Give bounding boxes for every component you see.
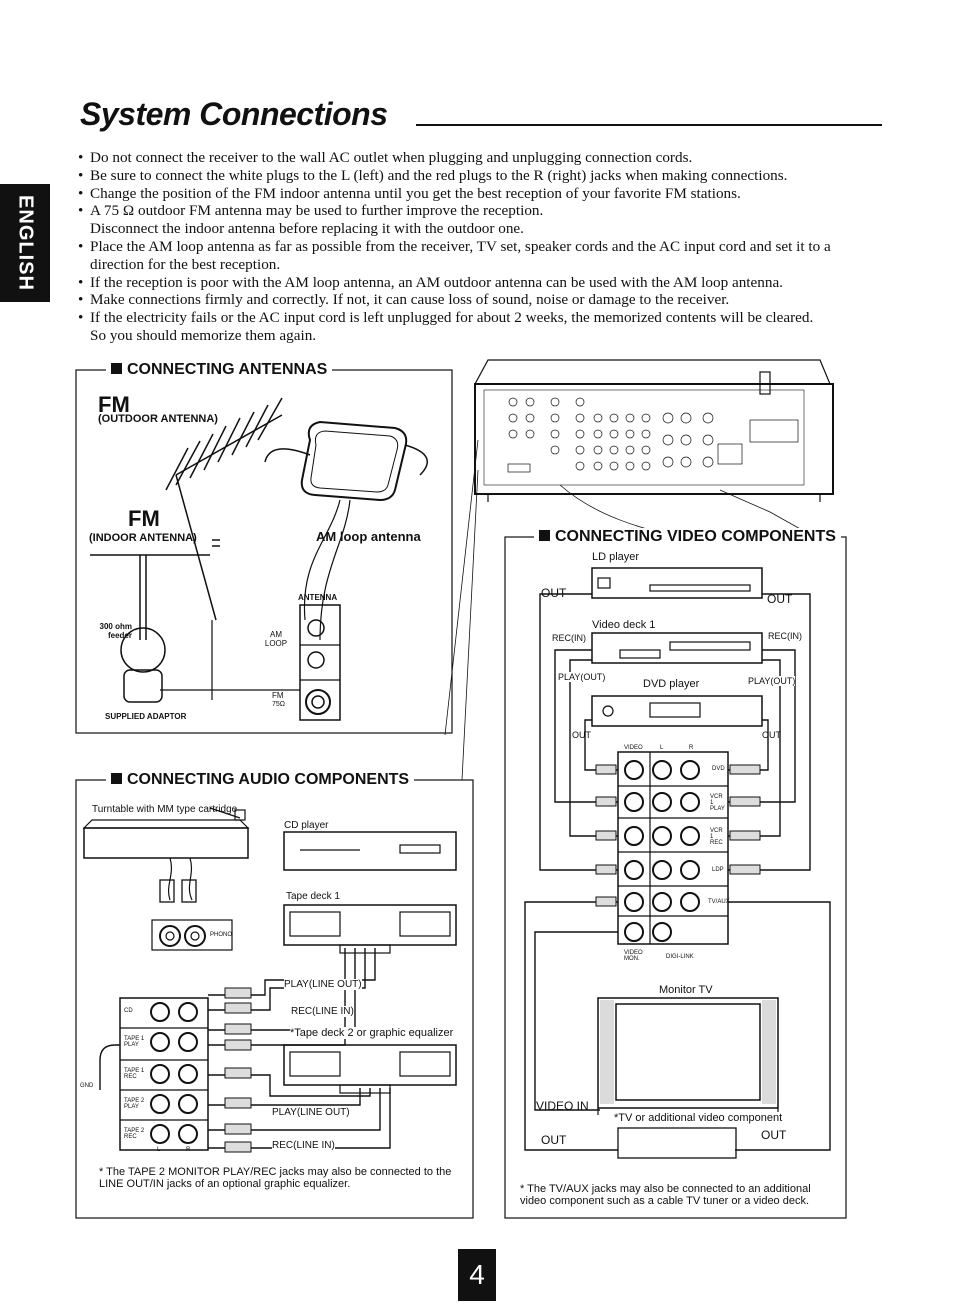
receiver-body (474, 383, 834, 495)
fm-ohm-label: 75Ω (272, 701, 286, 708)
note-item: If the reception is poor with the AM loo… (78, 274, 888, 292)
gnd-label: GND (80, 1083, 94, 1089)
play-out-right: PLAY(OUT) (748, 676, 796, 686)
page-number: 4 (458, 1249, 496, 1301)
adaptor-label: SUPPLIED ADAPTOR (105, 712, 187, 721)
play-out-left: PLAY(OUT) (558, 672, 606, 682)
antennas-heading-text: CONNECTING ANTENNAS (127, 361, 328, 378)
audio-section-box (75, 779, 474, 1219)
ld-out-right: OUT (767, 592, 793, 606)
am-terminal-label: AM LOOP (264, 630, 288, 648)
jack-label-tape2-rec: TAPE 2 REC (124, 1128, 145, 1140)
rec-line-in-2: REC(LINE IN) (272, 1140, 335, 1151)
ld-player-label: LD player (592, 551, 640, 563)
fm-indoor-sub: (INDOOR ANTENNA) (89, 532, 197, 544)
video-footnote: * The TV/AUX jacks may also be connected… (520, 1183, 811, 1207)
note-item: Do not connect the receiver to the wall … (78, 149, 888, 167)
play-line-out-2: PLAY(LINE OUT) (272, 1107, 350, 1118)
video-heading-text: CONNECTING VIDEO COMPONENTS (555, 528, 836, 545)
audio-r-label: R (186, 1147, 191, 1153)
rec-line-in-1: REC(LINE IN) (291, 1006, 354, 1017)
audio-heading: CONNECTING AUDIO COMPONENTS (106, 771, 415, 789)
video-in-label: VIDEO IN (536, 1099, 589, 1113)
tv-out-right: OUT (761, 1128, 787, 1142)
row-label-tv-aux: TV/AUX (708, 899, 730, 905)
audio-heading-text: CONNECTING AUDIO COMPONENTS (127, 771, 410, 788)
video-heading: CONNECTING VIDEO COMPONENTS (534, 528, 841, 546)
row-label-dvd: DVD (712, 766, 725, 772)
note-item: Make connections firmly and correctly. I… (78, 291, 888, 309)
tv-out-left: OUT (541, 1133, 567, 1147)
audio-l-label: L (157, 1147, 161, 1153)
video-mon-label: VIDEO MON. (624, 950, 643, 962)
note-continuation: direction for the best reception. (90, 255, 281, 273)
dvd-out-right: OUT (762, 730, 781, 740)
digi-link-label: DIGI-LINK (666, 954, 694, 960)
note-continuation: So you should memorize them again. (90, 326, 317, 344)
note-item: A 75 Ω outdoor FM antenna may be used to… (78, 202, 888, 220)
fm-outdoor-title: FM (98, 392, 130, 417)
fm-indoor-title: FM (128, 506, 160, 531)
row-label-ldp: LDP (712, 867, 724, 873)
rec-in-left: REC(IN) (552, 633, 586, 643)
play-line-out-1: PLAY(LINE OUT) (284, 979, 362, 990)
monitor-tv-label: Monitor TV (659, 984, 713, 996)
row-label-vcr1-play: VCR 1 PLAY (710, 794, 725, 812)
rec-in-right: REC(IN) (768, 631, 802, 641)
fm-outdoor-sub: (OUTDOOR ANTENNA) (98, 413, 218, 425)
page-title: System Connections (80, 96, 388, 132)
feeder-label: 300 ohm feeder (99, 622, 132, 640)
tape-deck1-label: Tape deck 1 (286, 891, 340, 902)
note-item: Change the position of the FM indoor ant… (78, 185, 888, 203)
turntable-label: Turntable with MM type cartridge (92, 804, 238, 815)
tape-deck2-label: *Tape deck 2 or graphic equalizer (290, 1027, 454, 1039)
cd-player-label: CD player (284, 820, 329, 831)
am-loop-label: AM loop antenna (316, 529, 421, 544)
note-item: If the electricity fails or the AC input… (78, 309, 888, 327)
note-item: Place the AM loop antenna as far as poss… (78, 238, 888, 256)
note-item: Be sure to connect the white plugs to th… (78, 167, 888, 185)
jack-label-tape1-rec: TAPE 1 REC (124, 1068, 145, 1080)
receiver-top (473, 359, 831, 385)
jack-label-tape1-play: TAPE 1 PLAY (124, 1036, 145, 1048)
dvd-player-label: DVD player (643, 678, 700, 690)
video-deck1-label: Video deck 1 (592, 619, 656, 631)
jack-label-tape2-play: TAPE 2 PLAY (124, 1098, 145, 1110)
jack-label-cd: CD (124, 1008, 133, 1014)
phono-label: PHONO (210, 932, 233, 938)
note-continuation: Disconnect the indoor antenna before rep… (90, 220, 524, 238)
col-video-label: VIDEO (624, 745, 643, 751)
col-l-label: L (660, 745, 664, 751)
antenna-panel-label: ANTENNA (298, 593, 338, 602)
col-r-label: R (689, 745, 694, 751)
ld-out-left: OUT (541, 586, 567, 600)
antennas-heading: CONNECTING ANTENNAS (106, 361, 333, 379)
tv-additional-label: *TV or additional video component (614, 1112, 783, 1124)
audio-footnote: * The TAPE 2 MONITOR PLAY/REC jacks may … (99, 1166, 452, 1190)
language-tab: ENGLISH (0, 184, 50, 302)
notes-list: Do not connect the receiver to the wall … (78, 149, 888, 345)
title-rule (416, 124, 882, 126)
row-label-vcr1-rec: VCR 1 REC (710, 828, 723, 846)
fm-terminal-label: FM (272, 691, 284, 700)
dvd-out-left: OUT (572, 730, 591, 740)
